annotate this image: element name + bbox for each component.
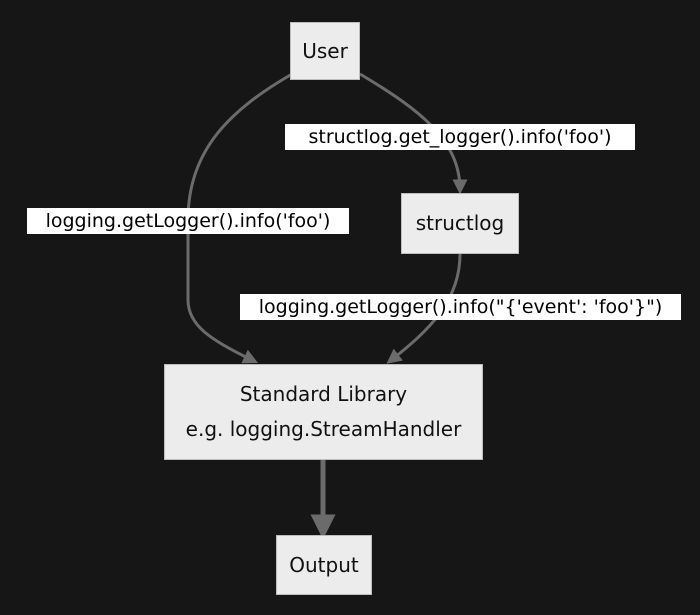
node-output[interactable]: Output bbox=[276, 535, 372, 595]
node-output-label: Output bbox=[289, 552, 359, 577]
edge-label-user-to-structlog: structlog.get_logger().info('foo') bbox=[285, 124, 635, 150]
node-user[interactable]: User bbox=[290, 22, 360, 80]
node-standard-library-subtitle: e.g. logging.StreamHandler bbox=[185, 417, 462, 441]
node-structlog-label: structlog bbox=[415, 211, 505, 235]
node-structlog[interactable]: structlog bbox=[401, 193, 519, 254]
node-standard-library[interactable]: Standard Library e.g. logging.StreamHand… bbox=[164, 364, 483, 460]
edge-label-structlog-to-stdlib: logging.getLogger().info("{'event': 'foo… bbox=[240, 294, 681, 320]
node-standard-library-title: Standard Library bbox=[239, 382, 408, 406]
edge-label-user-to-stdlib: logging.getLogger().info('foo') bbox=[27, 208, 349, 234]
node-user-label: User bbox=[302, 38, 348, 63]
